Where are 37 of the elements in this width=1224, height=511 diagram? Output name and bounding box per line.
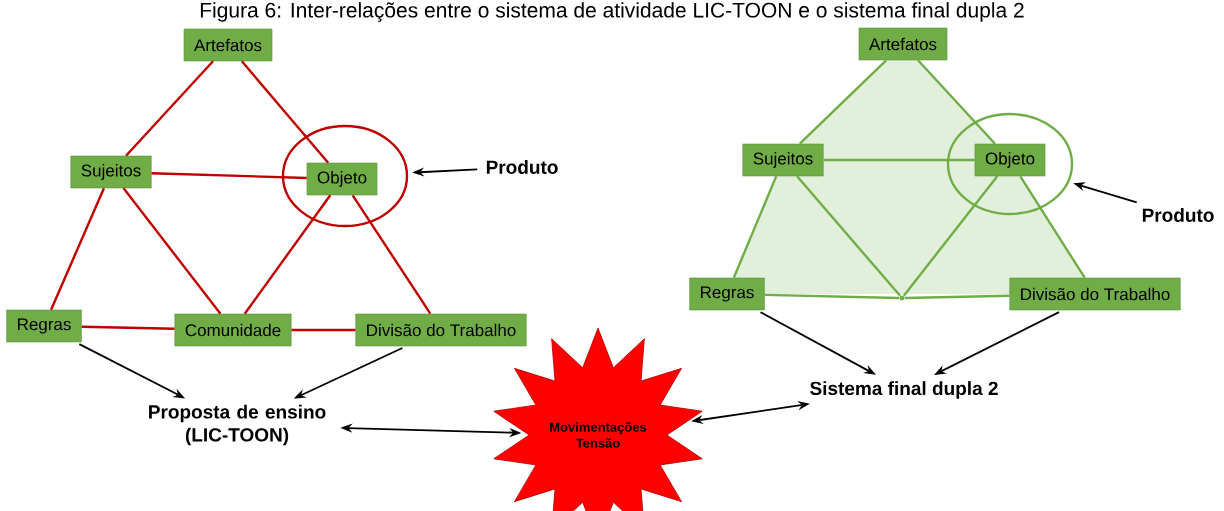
connector-line [151, 172, 307, 180]
label-box: Artefatos [858, 27, 948, 61]
label-box: Divisão do Trabalho [355, 313, 527, 347]
connector-line [796, 175, 902, 297]
bold-text: Proposta de ensino (LIC-TOON) [149, 404, 326, 446]
connector-line [50, 187, 106, 311]
figure-title: Figura 6: Inter-relações entre o sistema de atividade LIC-TOON e o sistema final dupla 2 [200, 2, 1024, 22]
label-box: Objeto [306, 162, 378, 196]
label-box: Artefatos [183, 28, 273, 62]
connector-line [122, 187, 222, 315]
connector-line [125, 60, 214, 157]
label-box: Divisão do Trabalho [1009, 277, 1181, 311]
connector-line [351, 194, 432, 315]
bold-text: Produto [1142, 208, 1214, 222]
connector-line [904, 294, 1010, 300]
connector-line [823, 158, 975, 162]
connector-line [240, 60, 330, 164]
label-box: Regras [6, 309, 82, 343]
label-box: Sujeitos [70, 155, 152, 189]
junction-point [899, 295, 905, 301]
connector-line [764, 293, 900, 300]
connector-line [732, 175, 778, 279]
connector-line [902, 175, 999, 297]
bold-text: Sistema final dupla 2 [810, 381, 998, 399]
bold-text: Produto [486, 160, 558, 174]
connector-line [1019, 175, 1086, 279]
connector-line [917, 59, 996, 145]
label-box: Objeto [974, 143, 1046, 177]
connector-line [243, 194, 332, 315]
label-box: Sujeitos [742, 143, 824, 177]
ellipse-outline [946, 112, 1074, 216]
connector-line [799, 59, 887, 145]
ellipse-outline [281, 124, 409, 228]
label-box: Comunidade [174, 313, 292, 347]
label-box: Regras [689, 277, 765, 311]
connector-line [291, 328, 356, 332]
connector-line [81, 325, 175, 330]
